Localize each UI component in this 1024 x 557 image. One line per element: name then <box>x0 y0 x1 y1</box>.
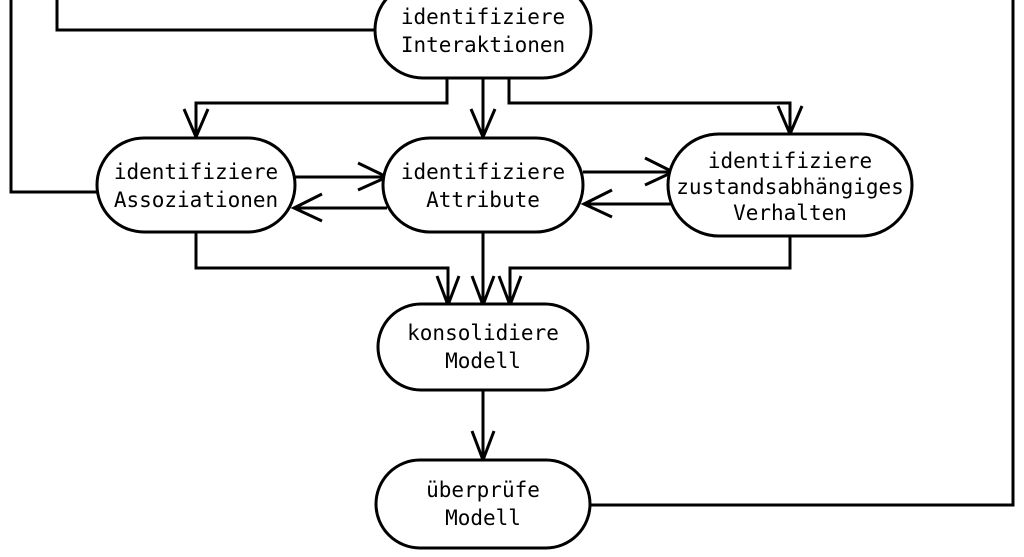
edge-assoziationen-feedback-left <box>9 0 97 194</box>
edge-interaktionen-to-attribute <box>469 78 497 141</box>
edge-attribute-to-verhalten <box>583 156 677 187</box>
node-label-line-1: identifiziere <box>708 149 872 173</box>
edge-line-path <box>194 78 449 136</box>
edge-konsolidiere-to-ueberpruefe <box>470 390 496 465</box>
edge-verhalten-to-attribute <box>580 188 673 219</box>
edge-assoziationen-to-konsolidiere <box>194 232 461 310</box>
node-label-line-2: Attribute <box>426 188 540 212</box>
edge-attribute-to-konsolidiere <box>470 232 496 310</box>
node-shape-rounded <box>95 136 297 234</box>
edge-verhalten-to-konsolidiere <box>497 236 792 310</box>
node-identifiziere-attribute[interactable]: identifiziere Attribute <box>381 136 585 234</box>
node-shape-rounded <box>666 132 914 238</box>
node-label-line-2: Modell <box>445 349 521 373</box>
node-label-line-2: Interaktionen <box>401 33 565 57</box>
edge-line-path <box>9 0 97 194</box>
edge-interaktionen-to-verhalten <box>507 78 804 138</box>
node-label-line-1: überprüfe <box>426 478 540 502</box>
node-shape-rounded <box>376 302 590 392</box>
arrowhead-left-icon <box>290 192 323 223</box>
edge-line-path <box>507 78 792 133</box>
arrowhead-left-icon <box>580 188 613 219</box>
node-identifiziere-assoziationen[interactable]: identifiziere Assoziationen <box>95 136 297 234</box>
edge-offscreen-left-to-interaktionen <box>55 0 376 32</box>
edge-assoziationen-to-attribute <box>293 161 391 192</box>
edge-attribute-to-assoziationen <box>290 192 387 223</box>
edge-line-path <box>589 0 1015 507</box>
node-shape-rounded <box>374 458 592 550</box>
node-label-line-2: zustandsabhängiges <box>676 175 904 199</box>
node-label-line-2: Assoziationen <box>114 188 278 212</box>
edge-interaktionen-to-assoziationen <box>182 78 449 141</box>
node-shape-rounded <box>381 136 585 234</box>
node-label-line-1: identifiziere <box>401 160 565 184</box>
node-label-line-3: Verhalten <box>733 201 847 225</box>
node-konsolidiere-modell[interactable]: konsolidiere Modell <box>376 302 590 392</box>
node-label-line-1: identifiziere <box>401 5 565 29</box>
node-identifiziere-zustandsabhaengiges-verhalten[interactable]: identifiziere zustandsabhängiges Verhalt… <box>666 132 914 238</box>
node-label-line-2: Modell <box>445 506 521 530</box>
edge-line-path <box>194 232 450 304</box>
edge-ueberpruefe-feedback-right <box>589 0 1015 507</box>
node-ueberpruefe-modell[interactable]: überprüfe Modell <box>374 458 592 550</box>
node-label-line-1: identifiziere <box>114 160 278 184</box>
node-shape-rounded <box>373 0 593 80</box>
edge-line-path <box>55 0 376 32</box>
node-label-line-1: konsolidiere <box>407 321 559 345</box>
node-identifiziere-interaktionen[interactable]: identifiziere Interaktionen <box>373 0 593 80</box>
edge-line-path <box>508 236 792 304</box>
